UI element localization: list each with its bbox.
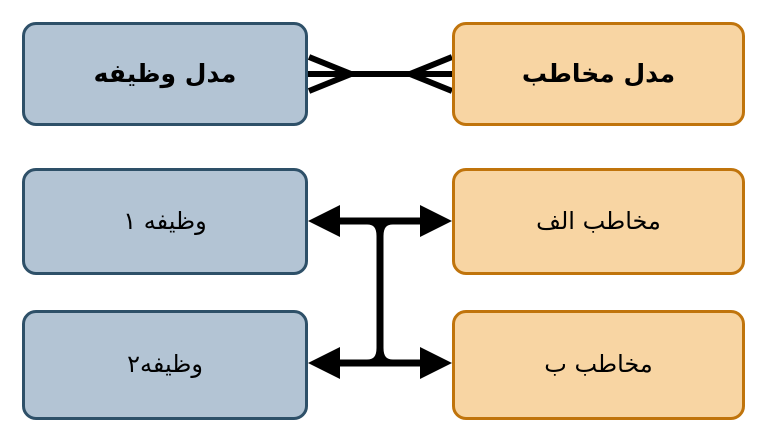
node-contact-model[interactable]: مدل مخاطب	[452, 22, 745, 126]
instance-link-bottom-arrowhead-right	[420, 347, 452, 379]
crows-foot-left-lower-prong	[307, 71, 353, 94]
connector-instance-link-bottom	[308, 347, 452, 379]
instance-link-top-arrowhead-left	[308, 205, 340, 237]
node-contact-b-label: مخاطب ب	[544, 350, 653, 379]
instance-link-bottom-arrowhead-left	[308, 347, 340, 379]
node-task-model[interactable]: مدل وظیفه	[22, 22, 308, 126]
crows-foot-left-upper-prong	[307, 54, 353, 77]
connector-instance-bracket	[330, 217, 384, 367]
node-contact-a-label: مخاطب الف	[536, 206, 661, 235]
node-contact-a[interactable]: مخاطب الف	[452, 168, 745, 275]
node-task-2[interactable]: وظیفه۲	[22, 310, 308, 420]
node-contact-b[interactable]: مخاطب ب	[452, 310, 745, 420]
connector-instance-bracket-mirror	[376, 217, 430, 367]
connector-instance-link-top	[308, 205, 452, 237]
node-task-2-label: وظیفه۲	[127, 350, 203, 379]
connector-model-relationship	[307, 54, 454, 94]
node-task-1[interactable]: وظیفه ۱	[22, 168, 308, 275]
crows-foot-right-upper-prong	[408, 54, 454, 77]
node-task-model-label: مدل وظیفه	[93, 58, 237, 88]
node-contact-model-label: مدل مخاطب	[521, 58, 676, 88]
node-task-1-label: وظیفه ۱	[123, 206, 207, 235]
instance-link-top-arrowhead-right	[420, 205, 452, 237]
crows-foot-right-lower-prong	[408, 71, 454, 94]
